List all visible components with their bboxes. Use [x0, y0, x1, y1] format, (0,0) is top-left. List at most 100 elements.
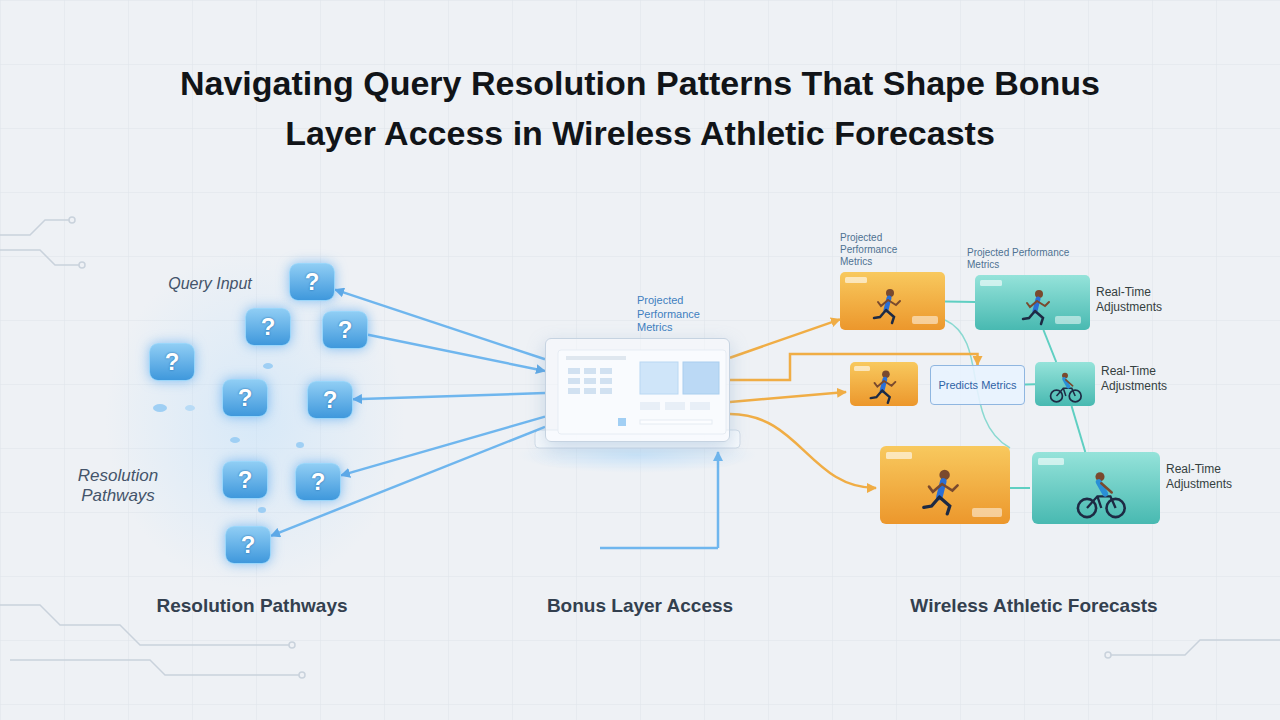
label-slot: Bonus Layer Access: [480, 595, 800, 617]
forecast-card-art: [850, 362, 918, 406]
forecast-card-art: [850, 362, 918, 406]
diagram-title: Navigating Query Resolution Patterns Tha…: [135, 58, 1145, 158]
query-tile: ?: [307, 381, 353, 419]
connector: [1072, 406, 1086, 452]
forecast-card: Projected Performance MetricsReal-Time A…: [975, 275, 1090, 330]
forecast-card-art: [871, 371, 896, 403]
node-text: ?: [338, 318, 353, 342]
forecast-card-art: [1038, 458, 1064, 465]
connector: [945, 301, 975, 303]
tile-glow: [105, 250, 405, 590]
flow-arrow: [600, 547, 718, 550]
query-tile: ?: [225, 526, 271, 564]
forecast-card: Real-Time Adjustments: [1032, 452, 1160, 524]
flow-arrow: [1010, 487, 1030, 489]
forecast-card-art: [980, 280, 1002, 286]
connector-group: [271, 290, 1085, 536]
node-heading: Projected Performance Metrics: [637, 294, 717, 334]
circuit-trace: [0, 220, 70, 235]
circuit-trace: [289, 642, 295, 648]
forecast-card-art: [854, 366, 870, 371]
circuit-trace: [69, 217, 75, 223]
circuit-trace: [0, 217, 1280, 678]
node-text: ?: [238, 468, 253, 492]
tile-glow: [230, 437, 240, 443]
circuit-trace: [1105, 652, 1111, 658]
forecast-card-art: [840, 272, 945, 330]
flow-arrow: [730, 392, 846, 402]
forecast-card-art: [1032, 452, 1160, 524]
hub-device: Projected Performance Metrics: [545, 338, 730, 442]
node-text: ?: [311, 470, 326, 494]
circuit-trace: [1110, 640, 1280, 655]
connector: [1043, 330, 1056, 362]
forecast-card-art: [1035, 362, 1095, 406]
connector: [730, 319, 840, 357]
forecast-card: Real-Time Adjustments: [1035, 362, 1095, 406]
metrics-panel: Predicts Metrics: [930, 365, 1025, 405]
tile-glow: [296, 442, 304, 448]
node-text: Predicts Metrics: [938, 379, 1016, 391]
tile-glow: [153, 404, 167, 412]
forecast-card-art: [924, 470, 958, 514]
flow-arrow: [717, 452, 720, 548]
node-text: ?: [165, 350, 180, 374]
forecast-card: Projected Performance Metrics: [840, 272, 945, 330]
forecast-card-art: [1051, 373, 1082, 402]
section-label: Resolution Pathways: [92, 595, 412, 617]
connector: [271, 427, 545, 536]
label-slot: Resolution Pathways: [92, 595, 412, 617]
forecast-card-art: [975, 275, 1090, 330]
side-label: Query Input: [150, 275, 270, 293]
forecast-card-art: [975, 275, 1090, 330]
forecast-card-art: [1032, 452, 1160, 524]
side-label: Real-Time Adjustments: [1101, 364, 1185, 394]
node-heading: Projected Performance Metrics: [840, 232, 924, 268]
node-text: ?: [305, 270, 320, 294]
node-text: ?: [261, 315, 276, 339]
label-slot: Resolution Pathways: [58, 466, 178, 507]
forecast-card-art: [912, 316, 938, 324]
tile-glow: [258, 507, 266, 513]
forecast-card-art: [1023, 290, 1049, 324]
forecast-card-art: [845, 277, 867, 283]
tile-glow: [185, 405, 195, 411]
forecast-card-art: [1055, 316, 1081, 324]
forecast-card-art: [972, 508, 1002, 517]
label-slot: Query Input: [150, 275, 270, 293]
node-text: ?: [238, 386, 253, 410]
tile-glow: [105, 250, 405, 590]
forecast-card-art: [1078, 472, 1125, 517]
forecast-card-art: [1035, 362, 1095, 406]
query-tile: ?: [149, 343, 195, 381]
connector: [353, 393, 545, 399]
query-tile: ?: [289, 263, 335, 301]
query-tile: ?: [245, 308, 291, 346]
node-text: ?: [241, 533, 256, 557]
query-tile: ?: [295, 463, 341, 501]
side-label: Resolution Pathways: [58, 466, 178, 507]
section-label: Bonus Layer Access: [480, 595, 800, 617]
circuit-trace: [79, 262, 85, 268]
forecast-card-art: [874, 289, 900, 323]
tile-glow: [263, 363, 273, 369]
connector: [368, 335, 545, 371]
node-heading: Projected Performance Metrics: [967, 247, 1087, 271]
query-tile: ?: [322, 311, 368, 349]
node-text: ?: [323, 388, 338, 412]
side-label: Real-Time Adjustments: [1096, 285, 1180, 315]
forecast-card-art: [880, 446, 1010, 524]
forecast-card-art: [880, 446, 1010, 524]
connector: [1025, 383, 1035, 385]
flow-arrow: [730, 414, 876, 488]
circuit-trace: [10, 660, 300, 675]
query-tile: ?: [222, 379, 268, 417]
side-label: Real-Time Adjustments: [1166, 462, 1250, 492]
forecast-card-art: [886, 452, 912, 459]
title-slot: Navigating Query Resolution Patterns Tha…: [135, 58, 1145, 158]
section-label: Wireless Athletic Forecasts: [874, 595, 1194, 617]
query-tile: ?: [222, 461, 268, 499]
circuit-trace: [299, 672, 305, 678]
